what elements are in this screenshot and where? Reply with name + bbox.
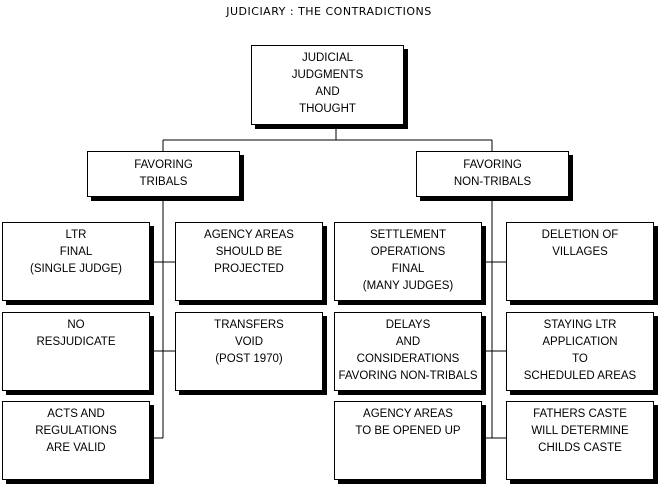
node-transfers-void: TRANSFERS VOID (POST 1970) — [175, 312, 323, 391]
node-no-resjudicate: NO RESJUDICATE — [2, 312, 150, 391]
node-deletion-of-villages: DELETION OF VILLAGES — [506, 222, 654, 301]
node-acts-regulations-valid: ACTS AND REGULATIONS ARE VALID — [2, 401, 150, 480]
branch-node-favoring-non-tribals: FAVORING NON-TRIBALS — [416, 151, 569, 197]
node-staying-ltr-application: STAYING LTR APPLICATION TO SCHEDULED ARE… — [506, 312, 654, 391]
node-settlement-operations-final: SETTLEMENT OPERATIONS FINAL (MANY JUDGES… — [334, 222, 482, 301]
node-agency-areas-opened: AGENCY AREAS TO BE OPENED UP — [334, 401, 482, 480]
node-agency-areas-projected: AGENCY AREAS SHOULD BE PROJECTED — [175, 222, 323, 301]
node-delays-considerations: DELAYS AND CONSIDERATIONS FAVORING NON-T… — [334, 312, 482, 391]
node-ltr-final: LTR FINAL (SINGLE JUDGE) — [2, 222, 150, 301]
diagram-title: JUDICIARY : THE CONTRADICTIONS — [226, 5, 432, 18]
node-fathers-caste: FATHERS CASTE WILL DETERMINE CHILDS CAST… — [506, 401, 654, 480]
branch-node-favoring-tribals: FAVORING TRIBALS — [87, 151, 240, 197]
root-node-judicial-judgments: JUDICIAL JUDGMENTS AND THOUGHT — [251, 45, 404, 125]
